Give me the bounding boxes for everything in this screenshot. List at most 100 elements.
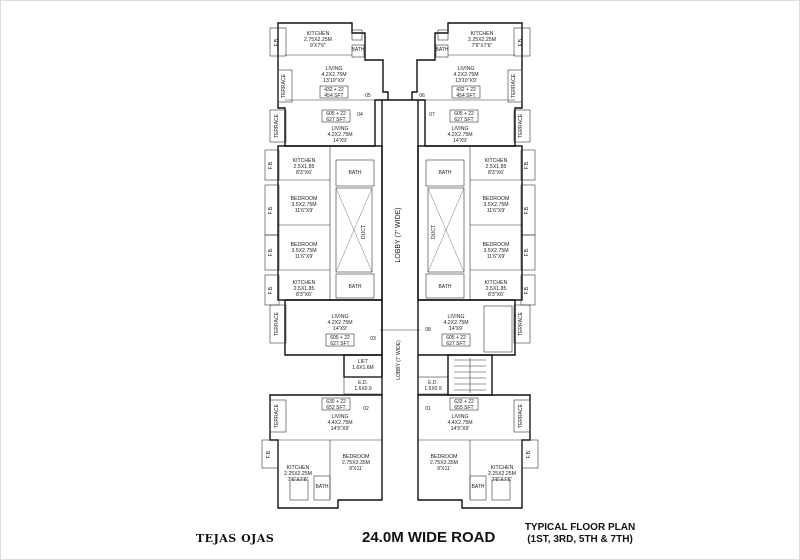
room-imperial: 14'X9' (333, 326, 347, 332)
area-total: 627 SFT (326, 117, 345, 123)
area-carpet: 605 + 22 (330, 335, 350, 341)
room-name: BEDROOM (483, 242, 510, 248)
bath-label: BATH (439, 170, 452, 176)
bath-label: BATH (349, 284, 362, 290)
room-size: 2.25X2.25M (488, 471, 516, 477)
fb-label: F.B. (266, 450, 272, 459)
room-size: 3.5X2.75M (291, 202, 316, 208)
area-total: 627 SFT (330, 341, 349, 347)
bath-label: BATH (436, 47, 449, 53)
fb-label: F.B. (268, 206, 274, 215)
room-imperial: 9'X7'6" (310, 43, 326, 49)
duct-label: DUCT (361, 225, 367, 239)
bath-label: BATH (439, 284, 452, 290)
room-size: 2.5X1.85 (294, 164, 315, 170)
flat-number: 07 (429, 112, 435, 118)
room-imperial: 8'3"X6' (296, 170, 312, 176)
fb-label: F.B. (268, 248, 274, 257)
room-size: 2.75X3.35M (430, 460, 458, 466)
bath-label: BATH (349, 170, 362, 176)
room-imperial: 14'X9' (333, 138, 347, 144)
room-size: 3.5X2.75M (483, 202, 508, 208)
room-size: 2.5X1.85 (486, 164, 507, 170)
area-carpet: 605 + 22 (446, 335, 466, 341)
area-carpet: 605 + 22 (454, 111, 474, 117)
area-total: 454 SFT (456, 93, 475, 99)
room-name: LIVING (451, 414, 468, 420)
flat-number: 05 (365, 93, 371, 99)
room-size: 4.4X2.75M (327, 420, 352, 426)
flat-number: 08 (425, 327, 431, 333)
room-imperial: 14'X9' (453, 138, 467, 144)
room-name: KITCHEN (471, 31, 494, 37)
room-imperial: 13'10"X9' (323, 78, 345, 84)
room-name: LIVING (451, 126, 468, 132)
brand-name: TEJAS OJAS (196, 532, 275, 545)
room-size: 4.2X2.75M (453, 72, 478, 78)
room-imperial: 11'6"X9' (295, 208, 313, 214)
room-size: 4.2X2.75M (443, 320, 468, 326)
room-name: LIVING (331, 126, 348, 132)
room-name: KITCHEN (491, 465, 514, 471)
top-right-wing (411, 22, 531, 147)
fb-label: F.B. (524, 161, 530, 170)
room-name: KITCHEN (287, 465, 310, 471)
fb-label: F.B. (268, 161, 274, 170)
terrace-label: TERRACE (274, 113, 280, 138)
room-imperial: 8'3"X6' (296, 292, 312, 298)
lobby-label: LOBBY (7' WIDE) (395, 207, 402, 262)
room-name: KITCHEN (293, 158, 316, 164)
area-total: 627 SFT (454, 117, 473, 123)
room-name: KITCHEN (293, 280, 316, 286)
fb-label: F.B. (526, 450, 532, 459)
flat-number: 02 (363, 406, 369, 412)
ed-label: E.D. (358, 380, 368, 386)
room-imperial: 11'6"X9' (295, 254, 313, 260)
ed-size: 1.6X0.9 (354, 386, 371, 392)
area-total: 454 SFT (324, 93, 343, 99)
room-size: 4.4X2.75M (447, 420, 472, 426)
room-size: 2.75X3.35M (342, 460, 370, 466)
flat-number: 04 (357, 112, 363, 118)
room-name: BEDROOM (483, 196, 510, 202)
room-imperial: 7'6"X7'6" (288, 477, 309, 483)
top-left-wing (269, 22, 389, 147)
terrace-label: TERRACE (274, 311, 280, 336)
room-size: 2.25X2.25M (468, 37, 496, 43)
room-size: 2.75X2.25M (304, 37, 332, 43)
room-imperial: 14'5"X9' (331, 426, 350, 432)
room-name: LIVING (457, 66, 474, 72)
room-size: 3.5X2.75M (291, 248, 316, 254)
room-imperial: 7'6"X7'6" (472, 43, 493, 49)
room-imperial: 9'X11' (349, 466, 363, 472)
terrace-label: TERRACE (518, 311, 524, 336)
room-name: BEDROOM (343, 454, 370, 460)
room-imperial: 11'6"X9' (487, 254, 505, 260)
room-imperial: 11'6"X9' (487, 208, 505, 214)
bath-label: BATH (472, 484, 485, 490)
area-carpet: 432 + 22 (324, 87, 344, 93)
room-size: 3.5X2.75M (483, 248, 508, 254)
terrace-label: TERRACE (511, 73, 517, 98)
room-imperial: 14'X9' (449, 326, 463, 332)
room-name: BEDROOM (291, 242, 318, 248)
ed-size: 1.5X0.9 (424, 386, 441, 392)
room-size: 2.5X1.85 (294, 286, 315, 292)
area-carpet: 630 + 22 (326, 399, 346, 405)
room-imperial: 8'3"X6' (488, 292, 504, 298)
area-total: 652 SFT (326, 405, 345, 411)
plan-title-line2: (1ST, 3RD, 5TH & 7TH) (527, 534, 633, 545)
ed-label: E.D. (428, 380, 438, 386)
terrace-label: TERRACE (281, 73, 287, 98)
room-name: KITCHEN (485, 158, 508, 164)
area-total: 655 SFT (454, 405, 473, 411)
lower-middle-wings (269, 299, 531, 396)
area-total: 627 SFT (446, 341, 465, 347)
flat-number: 06 (419, 93, 425, 99)
room-name: LIVING (331, 414, 348, 420)
room-imperial: 14'5"X9' (451, 426, 470, 432)
road-label: 24.0M WIDE ROAD (362, 529, 496, 546)
fb-label: F.B. (268, 286, 274, 295)
